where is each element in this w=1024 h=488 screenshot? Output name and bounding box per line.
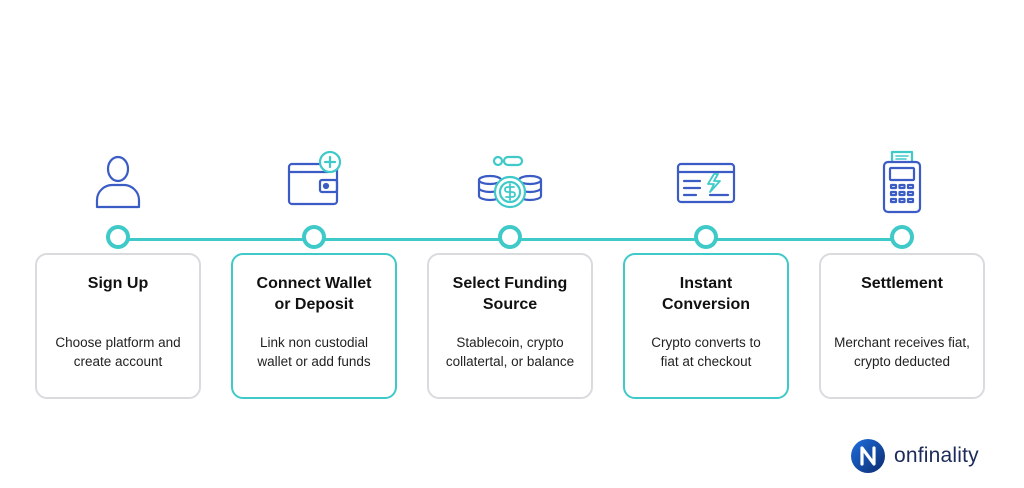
timeline-node-5 — [890, 225, 914, 249]
step-title: Sign Up — [45, 273, 191, 294]
step-card-instant-conversion: Instant Conversion Crypto converts to fi… — [623, 253, 789, 399]
user-icon — [82, 150, 154, 214]
step-card-sign-up: Sign Up Choose platform and create accou… — [35, 253, 201, 399]
timeline-node-3 — [498, 225, 522, 249]
step-title: Instant Conversion — [633, 273, 779, 315]
step-title-line: Sign Up — [87, 275, 149, 292]
step-title-line: Settlement — [861, 275, 943, 292]
step-desc-line: create account — [73, 354, 163, 369]
coins-icon — [474, 150, 546, 214]
card-lightning-icon — [670, 150, 742, 214]
step-description: Merchant receives fiat, crypto deducted — [827, 333, 977, 371]
step-title-line: Conversion — [661, 296, 750, 313]
step-desc-line: fiat at checkout — [660, 354, 752, 369]
step-description: Link non custodial wallet or add funds — [239, 333, 389, 371]
step-title: Settlement — [829, 273, 975, 294]
wallet-plus-icon — [278, 150, 350, 214]
onfinality-logo-icon — [851, 439, 885, 473]
step-title-line: Select Funding — [452, 275, 568, 292]
step-card-settlement: Settlement Merchant receives fiat, crypt… — [819, 253, 985, 399]
step-title-line: Instant — [679, 275, 733, 292]
brand-name: onfinality — [894, 444, 979, 467]
step-desc-line: wallet or add funds — [257, 354, 371, 369]
step-desc-line: collatertal, or balance — [445, 354, 575, 369]
step-title-line: Source — [482, 296, 538, 313]
timeline-node-1 — [106, 225, 130, 249]
pos-terminal-icon — [866, 150, 938, 214]
step-title: Select Funding Source — [437, 273, 583, 315]
step-description: Choose platform and create account — [43, 333, 193, 371]
step-desc-line: crypto deducted — [853, 354, 951, 369]
step-desc-line: Choose platform and — [55, 335, 181, 350]
step-desc-line: Merchant receives fiat, — [834, 335, 970, 350]
brand-logo: onfinality — [850, 438, 979, 474]
timeline-node-4 — [694, 225, 718, 249]
timeline-node-2 — [302, 225, 326, 249]
step-desc-line: Stablecoin, crypto — [456, 335, 564, 350]
step-desc-line: Crypto converts to — [651, 335, 761, 350]
step-card-select-funding: Select Funding Source Stablecoin, crypto… — [427, 253, 593, 399]
step-description: Stablecoin, crypto collatertal, or balan… — [435, 333, 585, 371]
step-description: Crypto converts to fiat at checkout — [631, 333, 781, 371]
step-title-line: or Deposit — [274, 296, 354, 313]
step-title: Connect Wallet or Deposit — [241, 273, 387, 315]
step-desc-line: Link non custodial — [259, 335, 369, 350]
step-card-connect-wallet: Connect Wallet or Deposit Link non custo… — [231, 253, 397, 399]
step-title-line: Connect Wallet — [256, 275, 372, 292]
